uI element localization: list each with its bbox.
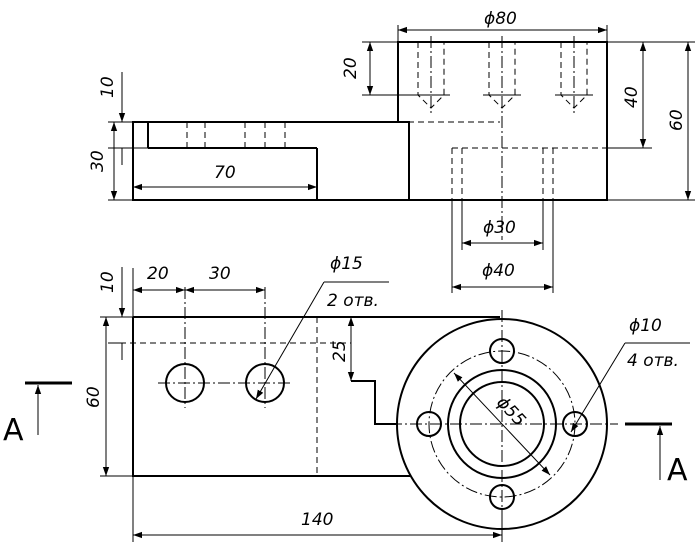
dim-phi80: ϕ80 <box>484 9 517 29</box>
dim-70: 70 <box>214 163 236 183</box>
section-marks: A A <box>3 381 688 488</box>
note-2-holes: 2 отв. <box>327 291 379 311</box>
dim-phi40: ϕ40 <box>482 261 515 281</box>
dim-140: 140 <box>301 510 333 530</box>
section-mark-right: A <box>667 453 688 488</box>
dim-60: 60 <box>667 109 687 131</box>
dim-10: 10 <box>98 76 118 98</box>
dim-25: 25 <box>330 340 350 362</box>
front-view: ϕ80 20 40 60 10 30 70 ϕ30 <box>88 9 695 293</box>
dim-phi55: ϕ55 <box>492 393 529 431</box>
dim-30: 30 <box>88 150 108 172</box>
note-4-holes: 4 отв. <box>627 351 679 371</box>
dim-phi15: ϕ15 <box>330 254 363 274</box>
dim-20-plate: 20 <box>147 264 169 284</box>
dim-10-plate: 10 <box>98 271 118 293</box>
section-mark-left: A <box>3 413 24 448</box>
front-view-outline <box>132 121 410 201</box>
dim-60-plate: 60 <box>84 386 104 408</box>
dim-30-plate: 30 <box>209 264 231 284</box>
dim-20-depth: 20 <box>341 57 361 79</box>
dim-phi10: ϕ10 <box>629 316 662 336</box>
top-view: 20 30 10 60 25 140 ϕ15 2 отв. ϕ10 4 отв. <box>84 254 690 542</box>
dim-40: 40 <box>622 86 642 108</box>
dim-phi30: ϕ30 <box>483 218 516 238</box>
top-view-plate-outline <box>132 317 410 477</box>
